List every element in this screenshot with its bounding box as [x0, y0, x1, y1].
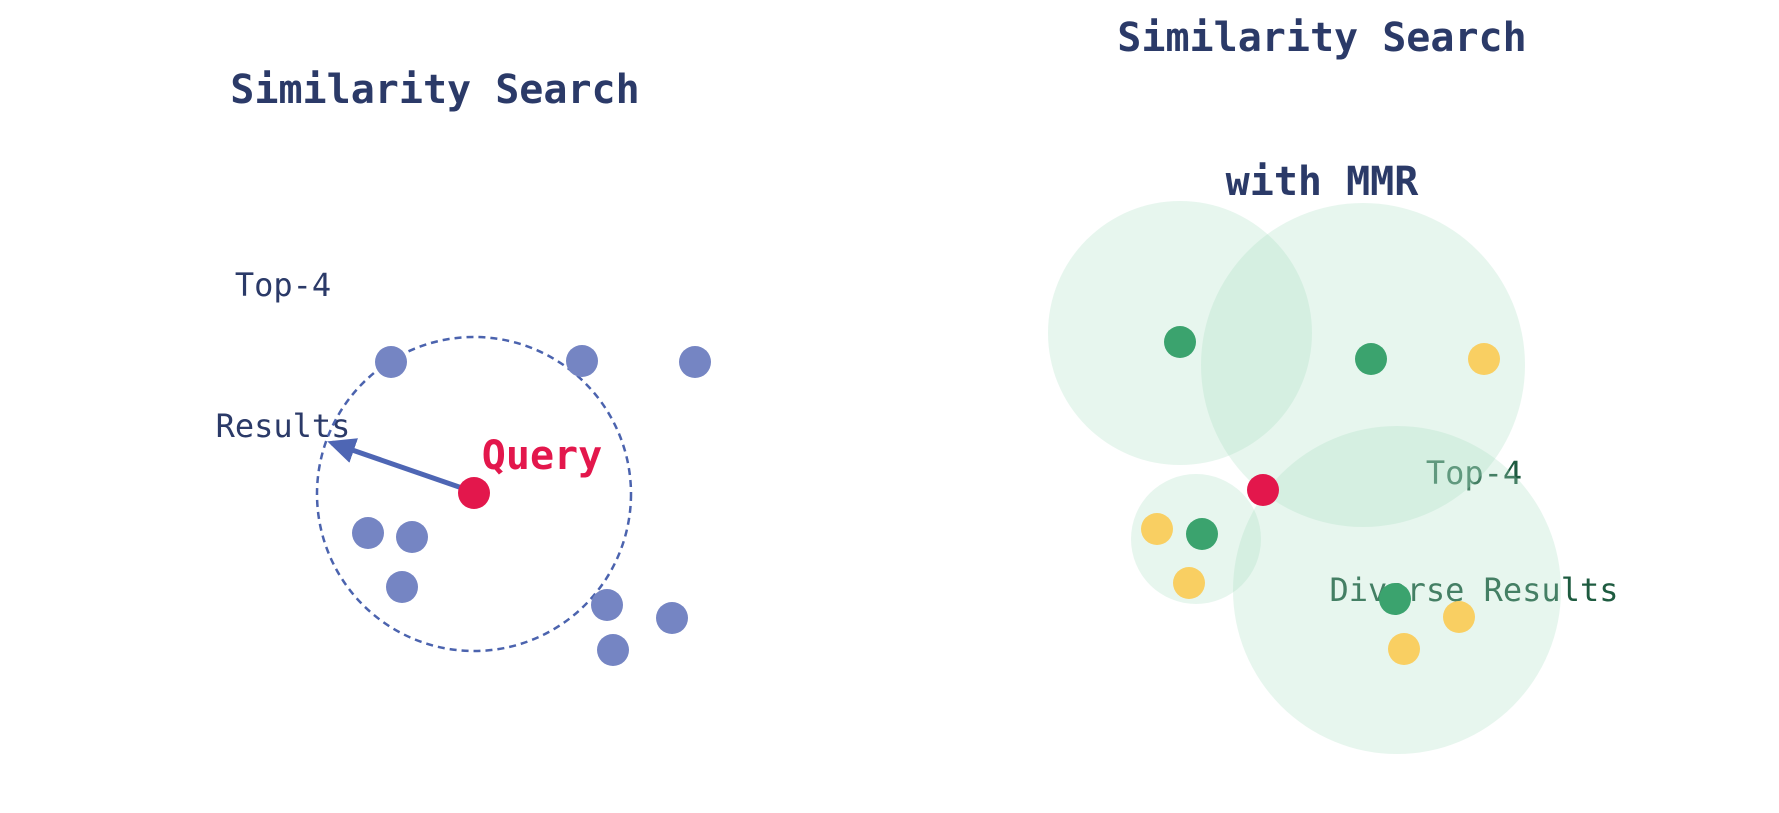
- neighbor-dot: [386, 571, 418, 603]
- selected-diverse-dot: [1355, 343, 1387, 375]
- query-dot-mmr: [1247, 474, 1279, 506]
- right-title-line2: with MMR: [1225, 159, 1419, 205]
- neighbor-dot: [591, 589, 623, 621]
- neighbor-dot: [679, 346, 711, 378]
- right-title: Similarity Search with MMR: [1117, 0, 1526, 302]
- left-title: Similarity Search: [230, 67, 640, 113]
- selected-diverse-dot: [1164, 326, 1196, 358]
- selected-diverse-dot: [1379, 583, 1411, 615]
- neighbor-dot: [352, 517, 384, 549]
- neighbor-dot: [566, 345, 598, 377]
- neighbor-dot: [656, 602, 688, 634]
- neighbor-dot: [597, 634, 629, 666]
- candidate-dot: [1443, 601, 1475, 633]
- top4-diverse-results-label-line1: Top-4: [1425, 454, 1523, 492]
- neighbor-dot: [375, 346, 407, 378]
- selected-diverse-dot: [1186, 518, 1218, 550]
- candidate-dot: [1173, 567, 1205, 599]
- right-diagram: Similarity Search with MMR Top-4 Diverse…: [889, 0, 1779, 813]
- candidate-dot: [1388, 633, 1420, 665]
- candidate-dot: [1468, 343, 1500, 375]
- neighbor-dot: [396, 521, 428, 553]
- query-dot: [458, 477, 490, 509]
- candidate-dot: [1141, 513, 1173, 545]
- right-title-line1: Similarity Search: [1117, 15, 1527, 61]
- top4-results-label-line1: Top-4: [234, 266, 332, 304]
